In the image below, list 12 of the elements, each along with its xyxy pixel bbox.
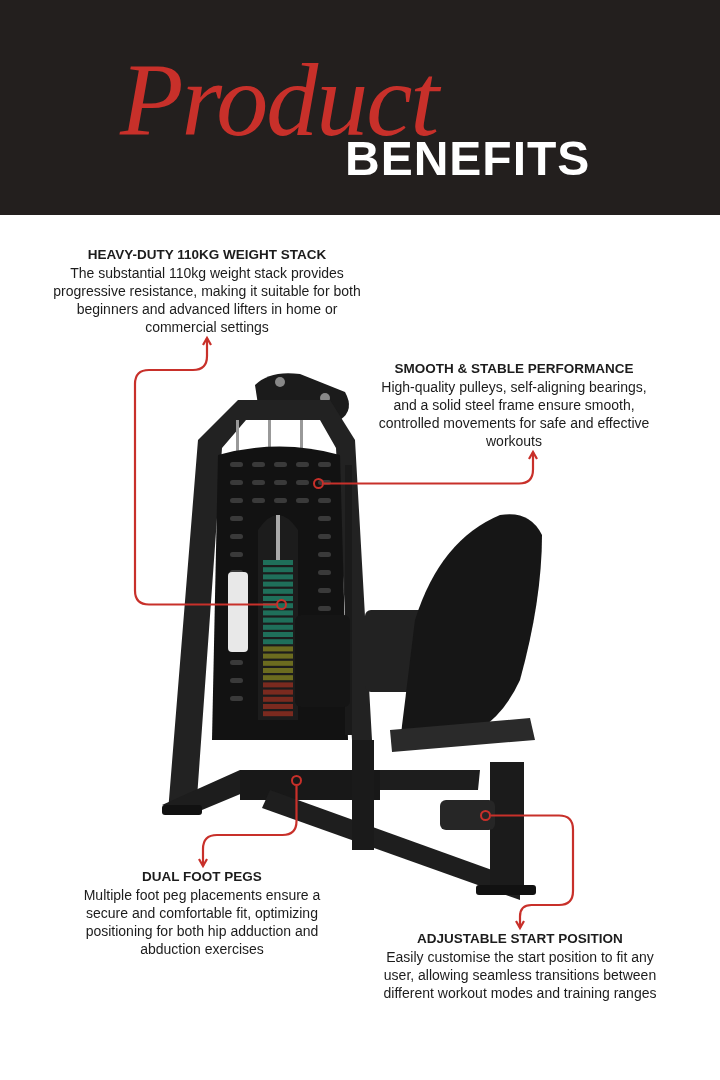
callout-description: High-quality pulleys, self-aligning bearings, and a solid steel frame ensure smooth, controlled movements for safe and effective workouts [377,378,651,450]
callout-description: The substantial 110kg weight stack provides progressive resistance, making it suitable for both beginners and advanced lifters in home or commercial settings [52,264,362,336]
leader-line [133,336,276,606]
callout-description: Easily customise the start position to fit any user, allowing seamless transitions between different workout modes and training ranges [382,948,658,1002]
callout-heading: HEAVY-DUTY 110KG WEIGHT STACK [86,246,328,264]
callout-heading: SMOOTH & STABLE PERFORMANCE [393,360,635,378]
callout-heading: DUAL FOOT PEGS [141,868,263,886]
callout-heading: ADJUSTABLE START POSITION [416,930,624,948]
leader-line [324,450,539,485]
leader-line [491,814,575,930]
callout-description: Multiple foot peg placements ensure a secure and comfortable fit, optimizing positioning for both hip adduction and abduction exercises [82,886,322,958]
leader-line [197,786,298,868]
